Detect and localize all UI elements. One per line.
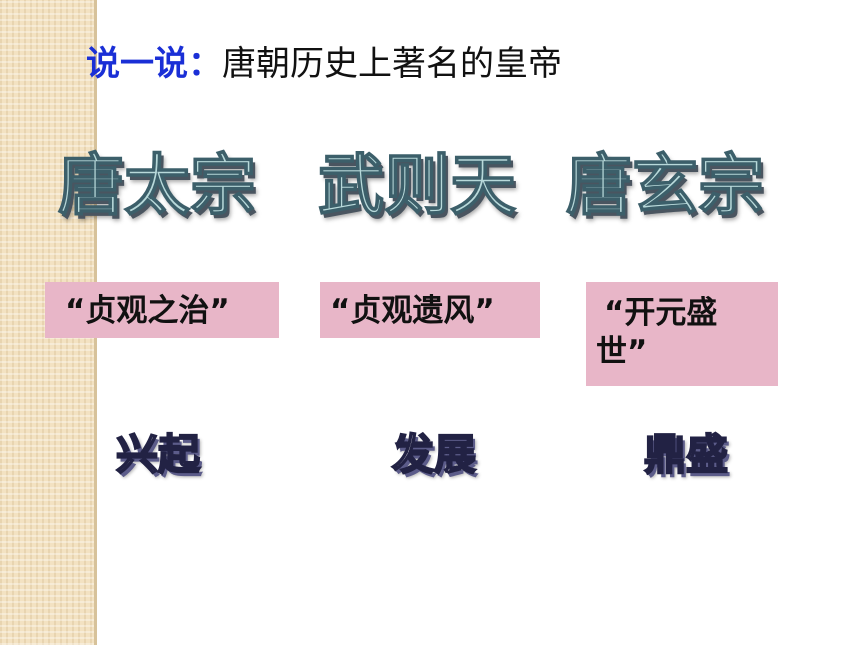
emperor-name-wuzetian: 武则天: [317, 147, 517, 224]
title-lead: 说一说：: [86, 44, 222, 84]
slogan-text-line2: 世”: [596, 333, 648, 370]
stage-label-develop: 发展: [391, 430, 477, 479]
slogan-text: “贞观之治”: [65, 293, 230, 329]
stage-label-peak: 鼎盛: [643, 430, 729, 479]
emperor-name-xuanzong: 唐玄宗: [565, 147, 765, 224]
slogan-box-kaiyuan: “开元盛 世”: [586, 282, 778, 386]
slogan-box-yifeng: “贞观遗风”: [320, 282, 540, 338]
slogan-box-zhenguan: “贞观之治”: [45, 282, 279, 338]
slogan-text: “贞观遗风”: [330, 293, 495, 329]
title-rest: 唐朝历史上著名的皇帝: [222, 44, 562, 84]
slide-title: 说一说：唐朝历史上著名的皇帝: [86, 44, 562, 85]
stage-label-rise: 兴起: [115, 430, 201, 479]
emperor-name-taizong: 唐太宗: [57, 147, 257, 224]
slogan-text-line1: “开元盛: [604, 295, 718, 331]
